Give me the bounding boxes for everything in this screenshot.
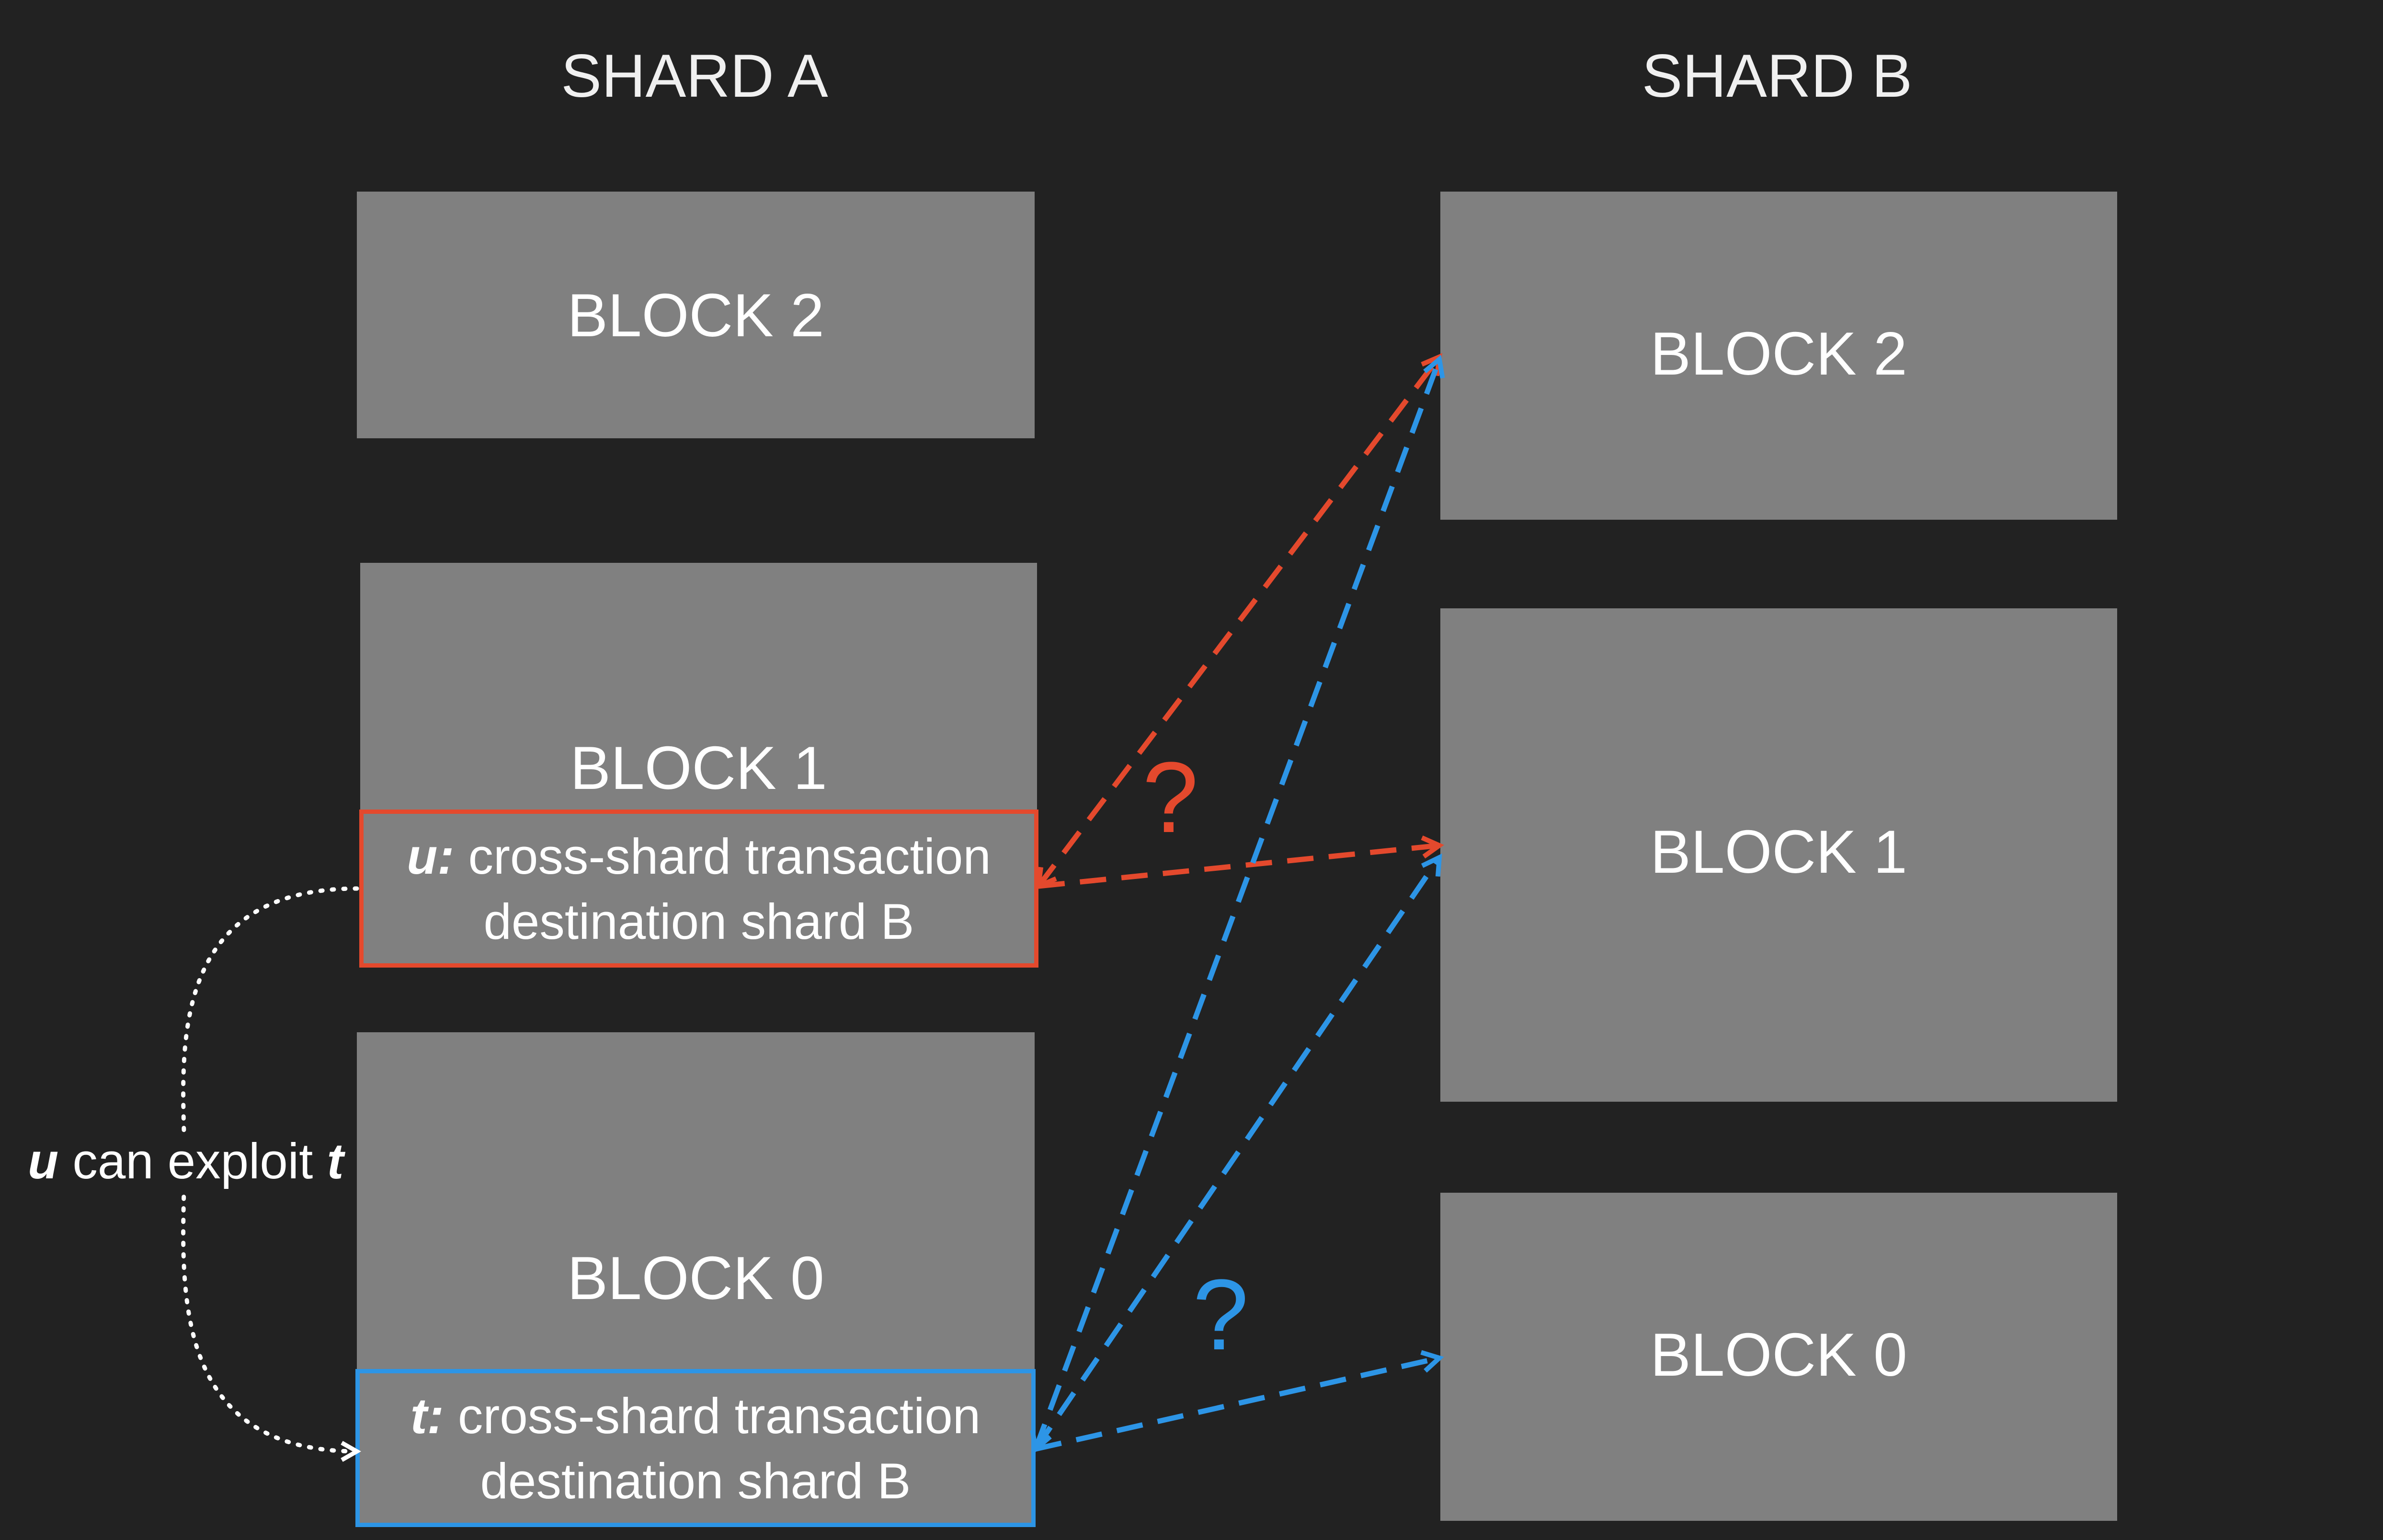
shard-b-block-0-label: BLOCK 0 [1650, 1321, 1907, 1389]
shard-a-block-2-label: BLOCK 2 [567, 281, 824, 349]
blue-arrow-t-to-b-block-0 [1035, 1350, 1444, 1452]
tx-t-var: t: [410, 1388, 444, 1444]
exploit-note: u can exploit t [23, 1133, 349, 1190]
shard-a-block-0-label: BLOCK 0 [567, 1244, 824, 1312]
shard-b-block-0: BLOCK 0 [1440, 1193, 2117, 1521]
tx-u-line-1: u: cross-shard transaction [364, 824, 1034, 890]
tx-u-var: u: [407, 829, 455, 885]
blue-question-mark: ? [1193, 1258, 1249, 1371]
tx-t-line-2: destination shard B [480, 1453, 911, 1509]
red-arrow-u-to-b-block-1 [1038, 835, 1444, 889]
blue-arrow-t-to-b-block-1 [1033, 853, 1442, 1451]
tx-u-desc: cross-shard transaction [468, 829, 991, 885]
shard-b-title: SHARD B [1642, 42, 1913, 110]
tx-u-line-2: destination shard B [483, 894, 914, 950]
red-arrow-u-to-b-block-2 [1035, 353, 1443, 890]
shard-b-block-2: BLOCK 2 [1440, 192, 2117, 520]
tx-t-desc: cross-shard transaction [457, 1388, 981, 1444]
blue-arrow-t-to-b-block-2 [1030, 354, 1445, 1454]
exploit-note-u: u [28, 1133, 59, 1189]
tx-u-box: u: cross-shard transaction destination s… [359, 810, 1038, 968]
exploit-note-text: can exploit [58, 1133, 327, 1189]
exploit-note-t: t [327, 1133, 344, 1189]
shard-b-block-1: BLOCK 1 [1440, 608, 2117, 1102]
shard-a-title: SHARD A [561, 42, 828, 110]
red-question-mark: ? [1142, 741, 1198, 854]
shard-a-block-1-label: BLOCK 1 [570, 734, 827, 802]
shard-a-block-2: BLOCK 2 [357, 192, 1035, 438]
tx-t-line-1: t: cross-shard transaction [360, 1384, 1031, 1449]
tx-t-box: t: cross-shard transaction destination s… [355, 1369, 1036, 1527]
shard-b-block-2-label: BLOCK 2 [1650, 319, 1907, 388]
shard-b-block-1-label: BLOCK 1 [1650, 818, 1907, 886]
